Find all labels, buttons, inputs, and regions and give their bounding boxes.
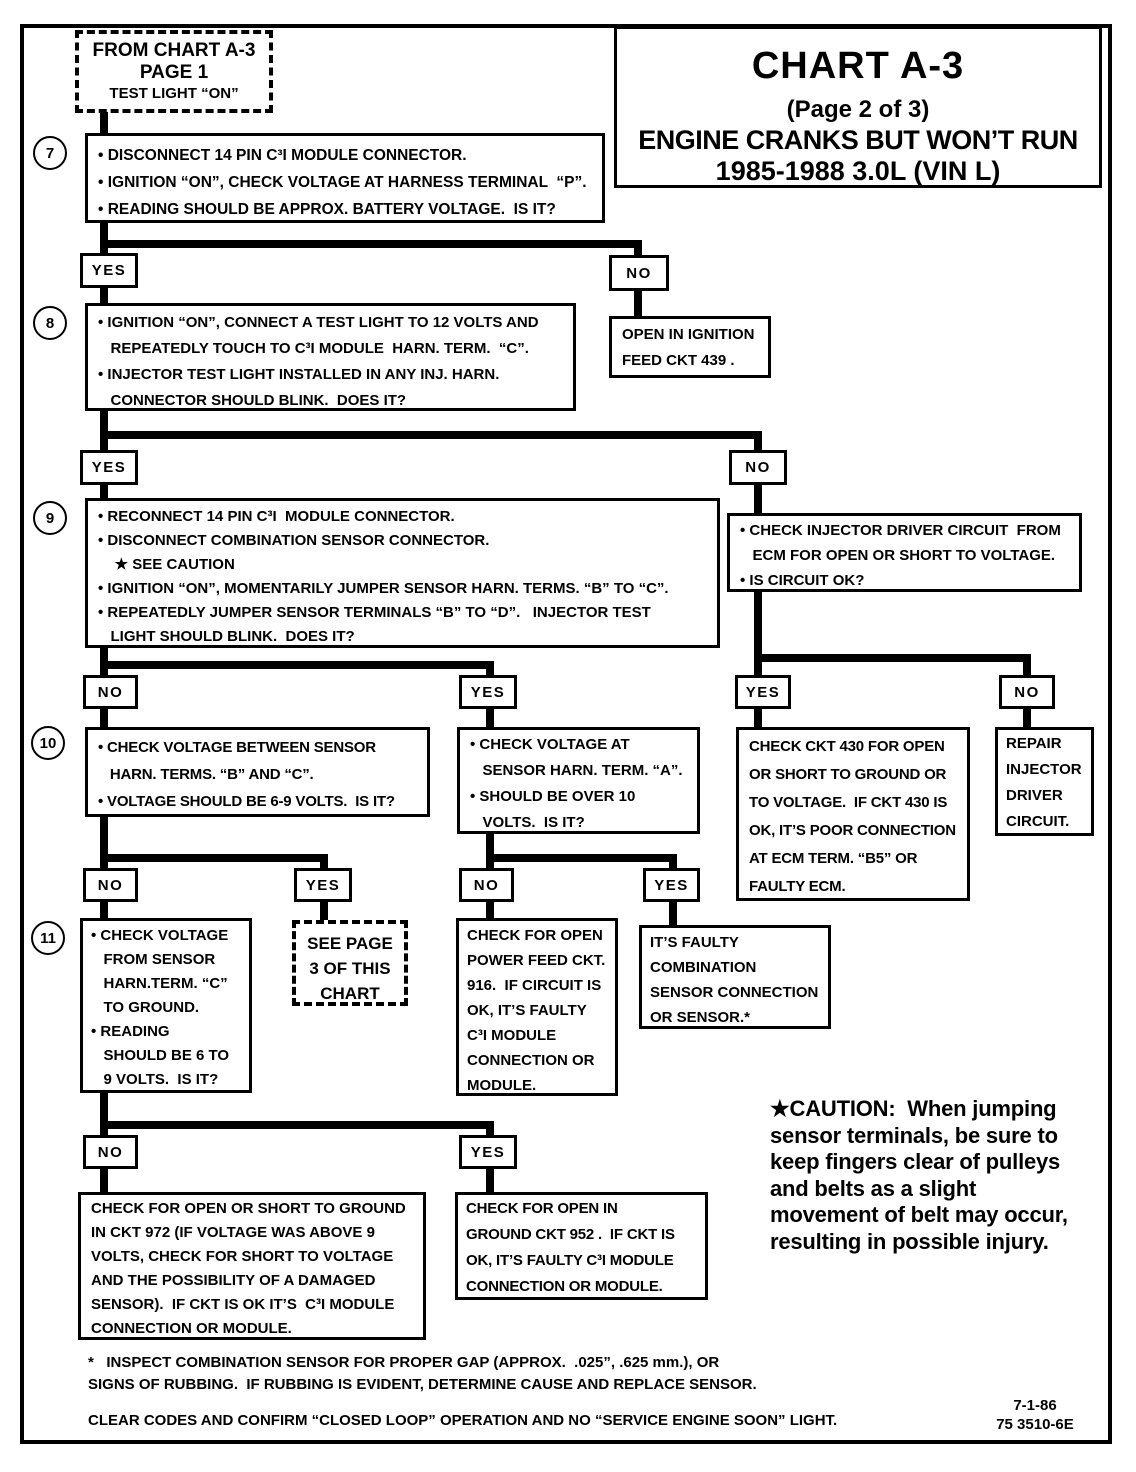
connector-line <box>100 112 108 135</box>
action-box-faulty-combination-sensor: IT’S FAULTY COMBINATION SENSOR CONNECTIO… <box>639 925 831 1029</box>
connector-line <box>100 1169 108 1192</box>
process-box-injector-driver-check: • CHECK INJECTOR DRIVER CIRCUIT FROM ECM… <box>727 513 1082 592</box>
connector-line <box>634 291 642 316</box>
process-box-7: • DISCONNECT 14 PIN C³I MODULE CONNECTOR… <box>85 133 605 223</box>
step-circle-7: 7 <box>33 136 67 170</box>
caution-note: ★CAUTION: When jumping sensor terminals,… <box>770 1096 1068 1254</box>
connector-line <box>486 709 494 727</box>
start-line3: TEST LIGHT “ON” <box>109 85 239 102</box>
chart-title-box: CHART A-3 (Page 2 of 3) ENGINE CRANKS BU… <box>614 26 1102 188</box>
page-border <box>20 24 1112 1444</box>
process-box-8: • IGNITION “ON”, CONNECT A TEST LIGHT TO… <box>85 303 576 411</box>
footer-clear-codes: CLEAR CODES AND CONFIRM “CLOSED LOOP” OP… <box>88 1412 838 1429</box>
start-line1: FROM CHART A-3 <box>92 40 256 61</box>
connector-line <box>754 485 762 513</box>
connector-line <box>754 431 762 450</box>
start-terminal-from-chart-a3: FROM CHART A-3 PAGE 1 TEST LIGHT “ON” <box>75 30 273 113</box>
connector-line <box>486 1169 494 1192</box>
action-box-repair-injector-driver: REPAIR INJECTOR DRIVER CIRCUIT. <box>995 727 1094 836</box>
process-box-9: • RECONNECT 14 PIN C³I MODULE CONNECTOR.… <box>85 498 720 648</box>
connector-line <box>754 592 762 675</box>
connector-line <box>100 431 762 439</box>
process-box-11: • CHECK VOLTAGE FROM SENSOR HARN.TERM. “… <box>80 918 252 1093</box>
decision-label-yes-step11: YES <box>459 1135 517 1169</box>
connector-line <box>486 854 677 862</box>
connector-line <box>486 661 494 675</box>
chart-page-number: (Page 2 of 3) <box>786 96 930 123</box>
connector-line <box>100 709 108 727</box>
decision-label-no-step10: NO <box>83 868 138 902</box>
chart-engine-info: 1985-1988 3.0L (VIN L) <box>715 156 1001 186</box>
step-circle-9: 9 <box>33 501 67 535</box>
connector-line <box>320 902 328 920</box>
decision-label-yes-step10: YES <box>294 868 352 902</box>
process-box-sensor-term-a: • CHECK VOLTAGE AT SENSOR HARN. TERM. “A… <box>457 727 700 834</box>
connector-line <box>100 902 108 918</box>
connector-line <box>486 1121 494 1135</box>
connector-line <box>320 854 328 868</box>
decision-label-yes-step7: YES <box>80 253 138 288</box>
connector-line <box>100 288 108 304</box>
connector-line <box>669 854 677 868</box>
decision-label-no-injector-driver: NO <box>999 675 1055 709</box>
chart-subtitle: ENGINE CRANKS BUT WON’T RUN <box>638 125 1078 155</box>
decision-label-yes-step8: YES <box>80 450 138 485</box>
connector-line <box>100 1121 494 1129</box>
decision-label-yes-injector-driver: YES <box>735 675 791 709</box>
connector-line <box>486 834 494 868</box>
decision-label-no-step8: NO <box>729 450 787 485</box>
connector-line <box>100 1093 108 1135</box>
step-circle-11: 11 <box>31 921 65 955</box>
decision-label-no-step11: NO <box>83 1135 138 1169</box>
document-date-number: 7-1-86 75 3510-6E <box>980 1396 1090 1434</box>
step-circle-8: 8 <box>33 306 67 340</box>
connector-line <box>754 654 1031 662</box>
process-box-10: • CHECK VOLTAGE BETWEEN SENSOR HARN. TER… <box>85 727 430 817</box>
action-box-ckt430: CHECK CKT 430 FOR OPEN OR SHORT TO GROUN… <box>736 727 970 901</box>
connector-line <box>100 485 108 499</box>
action-box-open-ignition-feed: OPEN IN IGNITION FEED CKT 439 . <box>609 316 771 378</box>
decision-label-no-step7: NO <box>609 255 669 291</box>
start-line2: PAGE 1 <box>139 62 209 83</box>
chart-title: CHART A-3 <box>751 45 965 87</box>
connector-line <box>669 902 677 925</box>
terminal-box-see-page-3: SEE PAGE 3 OF THIS CHART <box>292 920 408 1006</box>
decision-label-no-step9: NO <box>83 675 138 709</box>
action-box-ckt952: CHECK FOR OPEN IN GROUND CKT 952 . IF CK… <box>455 1192 708 1300</box>
document-date: 7-1-86 <box>1013 1397 1057 1414</box>
connector-line <box>100 854 328 862</box>
connector-line <box>634 240 642 255</box>
document-number: 75 3510-6E <box>996 1416 1074 1433</box>
connector-line <box>100 240 642 248</box>
connector-line <box>486 902 494 918</box>
footnote-asterisk: * INSPECT COMBINATION SENSOR FOR PROPER … <box>88 1354 757 1393</box>
connector-line <box>100 661 494 669</box>
connector-line <box>1023 654 1031 675</box>
decision-label-yes-sensor-a: YES <box>643 868 700 902</box>
connector-line <box>754 709 762 727</box>
decision-label-yes-step9: YES <box>459 675 517 709</box>
connector-line <box>100 222 108 255</box>
decision-label-no-sensor-a: NO <box>459 868 514 902</box>
connector-line <box>100 817 108 868</box>
connector-line <box>1023 709 1031 727</box>
action-box-ckt972: CHECK FOR OPEN OR SHORT TO GROUND IN CKT… <box>78 1192 426 1340</box>
action-box-ckt916: CHECK FOR OPEN POWER FEED CKT. 916. IF C… <box>456 918 618 1096</box>
step-circle-10: 10 <box>31 726 65 760</box>
